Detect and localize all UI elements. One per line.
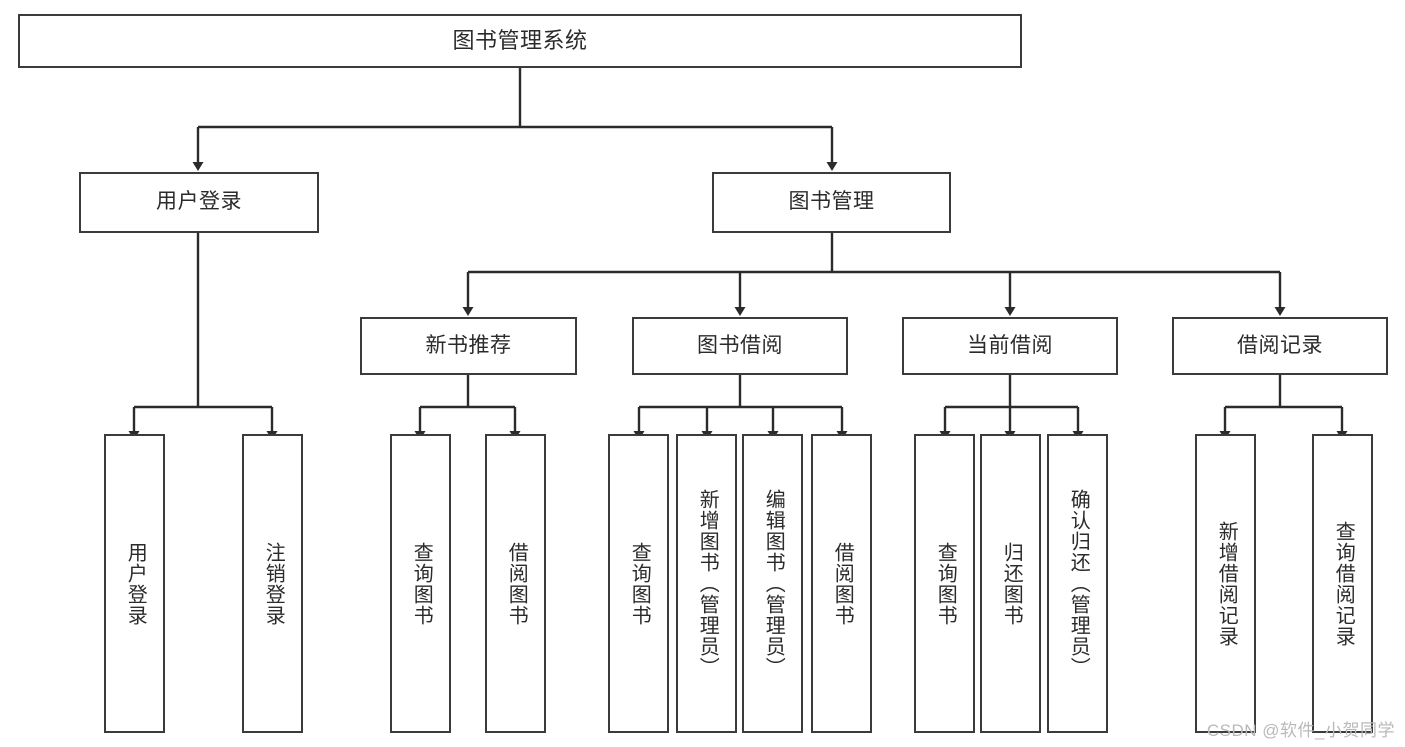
node-book-borrow[interactable]: 图书借阅 <box>632 317 848 375</box>
node-label: 新增借阅记录 <box>1215 520 1238 647</box>
leaf-borrow-query-book[interactable]: 查询图书 <box>608 434 669 733</box>
node-root-library-management-system[interactable]: 图书管理系统 <box>18 14 1022 68</box>
node-label: 当前借阅 <box>967 333 1053 357</box>
node-book-management[interactable]: 图书管理 <box>712 172 951 233</box>
node-label: 借阅图书 <box>505 541 528 626</box>
leaf-recommend-borrow-book[interactable]: 借阅图书 <box>485 434 546 733</box>
node-label: 借阅记录 <box>1237 333 1323 357</box>
leaf-recommend-query-book[interactable]: 查询图书 <box>390 434 451 733</box>
node-label: 查询图书 <box>628 541 651 626</box>
node-current-borrow[interactable]: 当前借阅 <box>902 317 1118 375</box>
watermark: CSDN @软件_小贺同学 <box>1206 721 1395 740</box>
leaf-current-return-book[interactable]: 归还图书 <box>980 434 1041 733</box>
node-label: 注销登录 <box>262 541 285 626</box>
node-label: 查询图书 <box>934 541 957 626</box>
node-label: 图书管理系统 <box>452 28 588 54</box>
node-borrow-record[interactable]: 借阅记录 <box>1172 317 1388 375</box>
leaf-borrow-edit-book-admin[interactable]: 编辑图书（管理员） <box>742 434 803 733</box>
node-new-book-recommend[interactable]: 新书推荐 <box>360 317 577 375</box>
node-label: 图书管理 <box>788 190 875 214</box>
node-label: 查询借阅记录 <box>1332 520 1355 647</box>
node-label: 确认归还（管理员） <box>1067 489 1090 678</box>
leaf-borrow-borrow-book[interactable]: 借阅图书 <box>811 434 872 733</box>
node-label: 查询图书 <box>410 541 433 626</box>
leaf-user-login-signin[interactable]: 用户登录 <box>104 434 165 733</box>
leaf-user-login-signout[interactable]: 注销登录 <box>242 434 303 733</box>
leaf-borrow-add-book-admin[interactable]: 新增图书（管理员） <box>676 434 737 733</box>
leaf-current-query-book[interactable]: 查询图书 <box>914 434 975 733</box>
node-label: 新书推荐 <box>425 333 512 357</box>
node-label: 借阅图书 <box>831 541 854 626</box>
leaf-record-query-borrow-record[interactable]: 查询借阅记录 <box>1312 434 1373 733</box>
leaf-current-confirm-return-admin[interactable]: 确认归还（管理员） <box>1047 434 1108 733</box>
node-label: 新增图书（管理员） <box>696 489 719 678</box>
node-label: 归还图书 <box>1000 541 1023 626</box>
node-user-login[interactable]: 用户登录 <box>79 172 319 233</box>
node-label: 用户登录 <box>124 541 147 626</box>
node-label: 用户登录 <box>156 190 242 214</box>
node-label: 编辑图书（管理员） <box>762 489 785 678</box>
node-label: 图书借阅 <box>697 333 783 357</box>
leaf-record-add-borrow-record[interactable]: 新增借阅记录 <box>1195 434 1256 733</box>
